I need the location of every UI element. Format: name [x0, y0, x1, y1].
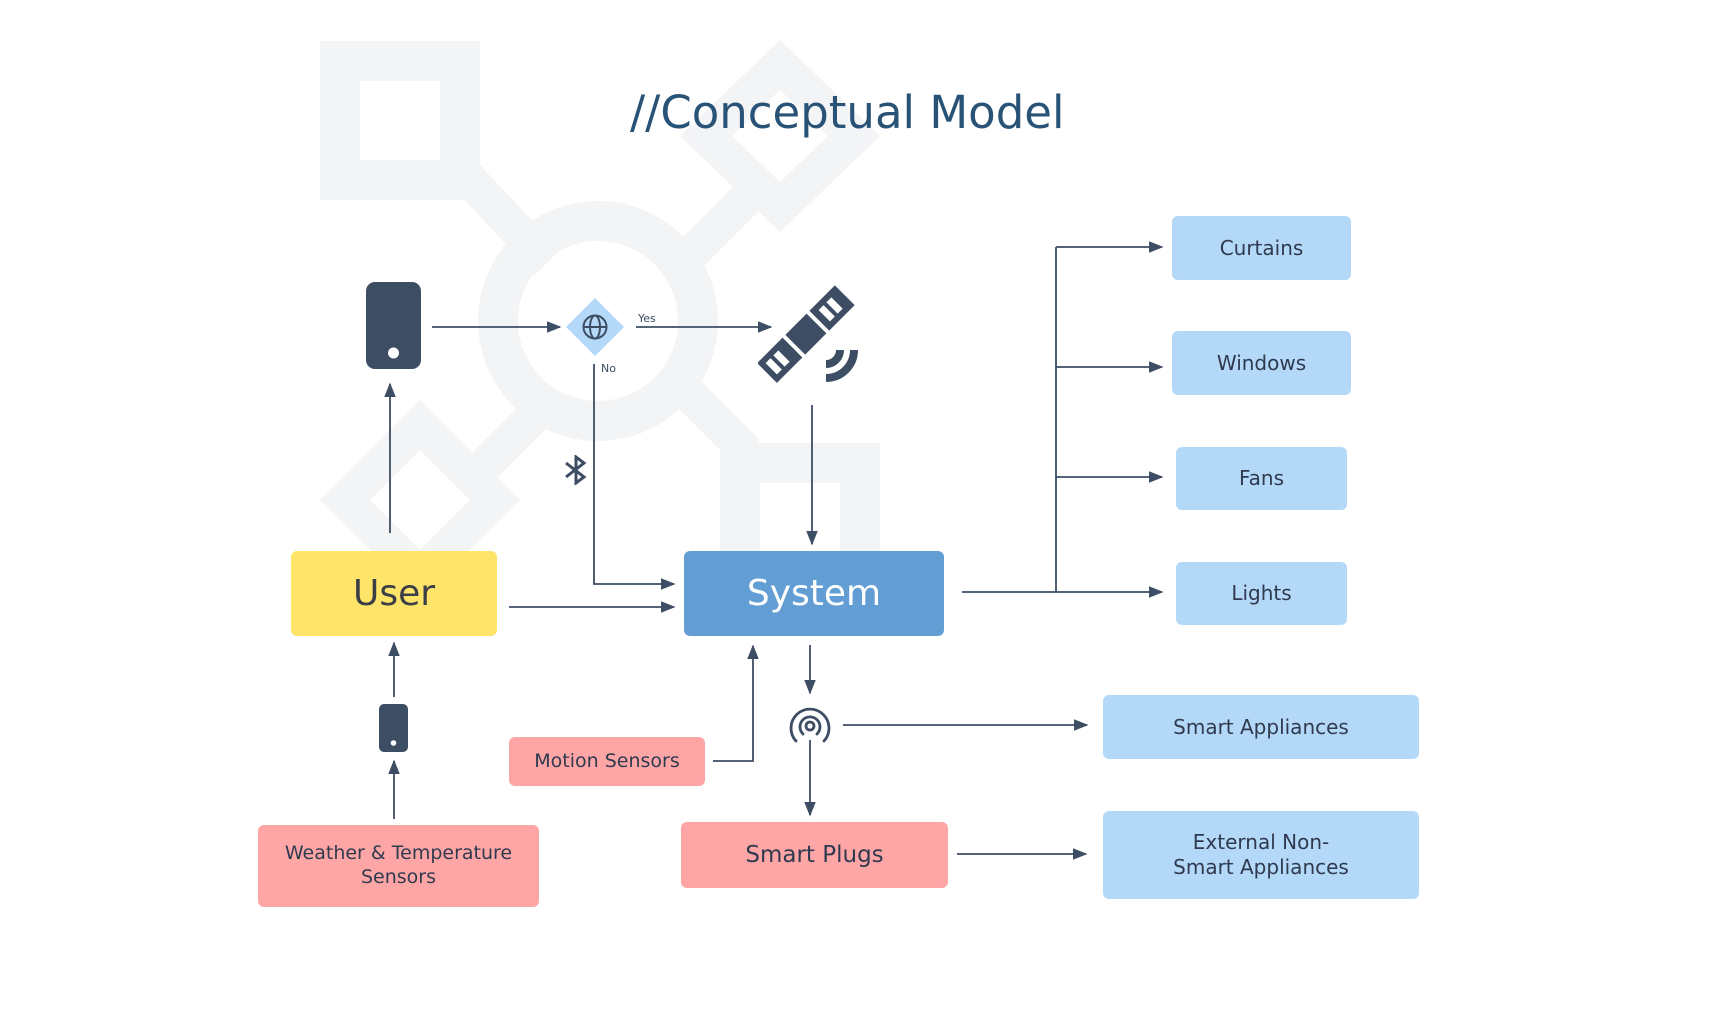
system-node: System	[684, 551, 944, 636]
diagram-title: //Conceptual Model	[630, 86, 1065, 139]
smartphone-icon	[366, 282, 421, 369]
watermark-ring	[478, 201, 719, 442]
fans-node: Fans	[1176, 447, 1347, 510]
motion-sensors-node: Motion Sensors	[509, 737, 705, 786]
small-device-icon	[379, 704, 408, 752]
wireless-signal-icon	[789, 707, 831, 743]
weather-temperature-sensors-node: Weather & Temperature Sensors	[258, 825, 539, 907]
curtains-node: Curtains	[1172, 216, 1351, 280]
windows-node: Windows	[1172, 331, 1351, 395]
smart-appliances-node: Smart Appliances	[1103, 695, 1419, 759]
arrow-motion-to-system	[713, 644, 759, 762]
user-node: User	[291, 551, 497, 636]
arrow-internet-no-to-system	[593, 364, 676, 590]
watermark-diamond-top-right	[680, 40, 880, 232]
watermark-diamond-bottom-left	[320, 400, 520, 600]
satellite-icon	[758, 285, 858, 383]
lights-node: Lights	[1176, 562, 1347, 625]
globe-icon	[566, 298, 624, 356]
watermark-square-bottom-right	[720, 443, 880, 560]
bluetooth-icon	[565, 455, 587, 485]
smart-plugs-node: Smart Plugs	[681, 822, 948, 888]
no-label: No	[601, 362, 616, 375]
external-non-smart-appliances-node: External Non-Smart Appliances	[1103, 811, 1419, 899]
yes-label: Yes	[638, 312, 656, 325]
watermark-square-top-left	[320, 41, 480, 200]
